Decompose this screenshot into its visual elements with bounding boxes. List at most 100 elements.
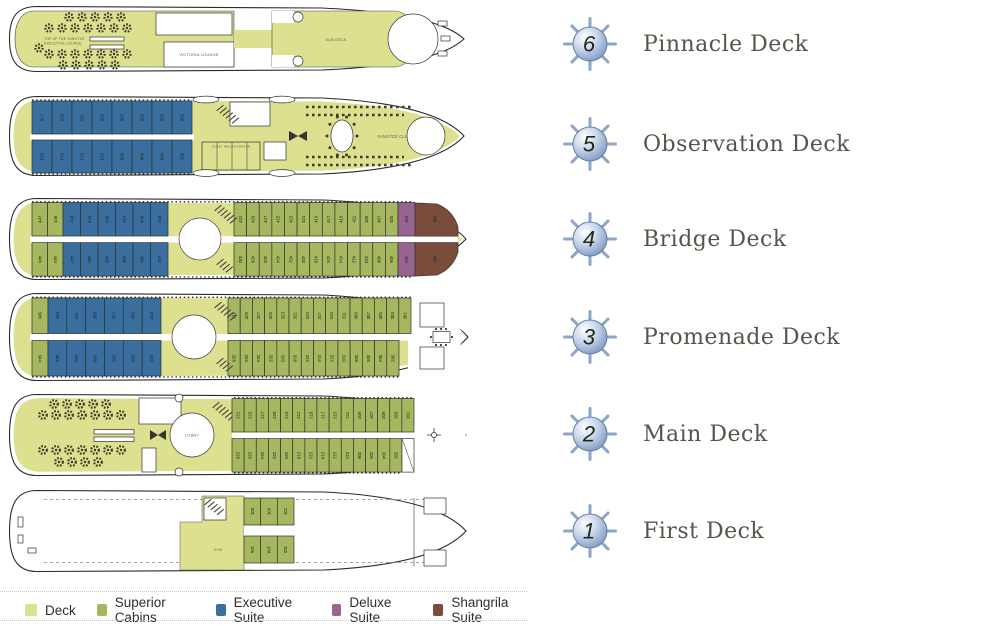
deck-2-row[interactable]: 2 Main Deck <box>563 407 768 461</box>
deck-4-row[interactable]: 4 Bridge Deck <box>563 212 787 266</box>
cabin-number: 506 <box>140 153 145 161</box>
cabin-number: 324 <box>256 355 261 363</box>
cabin-number: 423 <box>288 215 293 223</box>
cabin-number: 214 <box>321 452 326 460</box>
cabin-number: 215 <box>333 411 338 419</box>
bow-circle <box>406 116 446 156</box>
round-table <box>49 399 59 409</box>
legend-label: Deluxe Suite <box>349 595 392 625</box>
cabin-number: 302 <box>390 355 395 363</box>
round-table <box>116 410 126 420</box>
round-table <box>38 410 48 420</box>
cabin <box>150 242 169 277</box>
legend-label: Shangrila Suite <box>451 595 509 625</box>
cabin-number: 314 <box>317 355 322 363</box>
cabin-number: 509 <box>100 113 105 121</box>
cabin-number: 409 <box>364 215 369 223</box>
round-table <box>97 60 107 70</box>
round-table <box>103 445 113 455</box>
shangrila-suite <box>414 242 459 277</box>
cabin-number: 402 <box>433 255 438 263</box>
deck-badge-number: 1 <box>583 519 595 544</box>
deck-6-row[interactable]: 6 Pinnacle Deck <box>563 17 808 71</box>
health-center-room <box>201 141 261 171</box>
cabin-number: 304 <box>378 355 383 363</box>
cabin-number: 322 <box>268 355 273 363</box>
cabin-number: 306 <box>366 355 371 363</box>
cabin-number: 312 <box>329 355 334 363</box>
stairs-icon <box>216 258 234 273</box>
cabin-number: 432 <box>157 256 162 264</box>
deck-notch <box>272 11 294 23</box>
cabin-number: 429 <box>250 215 255 223</box>
cabin-number: 421 <box>301 215 306 223</box>
cabin-number: 341 <box>74 312 79 320</box>
executive-color-swatch <box>215 604 226 616</box>
bow-bench <box>437 20 448 27</box>
cabin-number: 228 <box>236 452 241 460</box>
round-table <box>103 12 113 22</box>
cabin-number: 106 <box>250 546 255 554</box>
cabin-number: 311 <box>341 312 346 319</box>
round-table <box>88 399 98 409</box>
cabin-number: 323 <box>280 312 285 320</box>
legend-item-deluxe: Deluxe Suite <box>331 595 413 625</box>
cabin-number: 229 <box>248 411 253 419</box>
cabin-number: 218 <box>296 452 301 460</box>
cabin-number: 507 <box>120 113 125 121</box>
yangtze-club-label: YANGTZE CLUB <box>377 134 411 139</box>
lifeboat <box>268 95 296 104</box>
round-table <box>77 410 87 420</box>
round-table <box>71 60 81 70</box>
cabin-number: 204 <box>381 452 386 460</box>
round-table <box>122 49 132 59</box>
legend-label: Deck <box>45 602 76 618</box>
buffet-bar <box>93 429 135 435</box>
cabin-number: 310 <box>342 355 347 363</box>
cabin-number: 209 <box>357 411 362 419</box>
bow-circle <box>387 13 439 65</box>
round-table <box>96 49 106 59</box>
cabin-number: 516 <box>40 153 45 161</box>
atrium-circle <box>171 314 217 360</box>
cabin-number: 426 <box>263 256 268 264</box>
cabin <box>276 497 295 526</box>
cabin-number: 436 <box>122 256 127 264</box>
cabin-number: 317 <box>317 312 322 320</box>
cabin-number: 316 <box>305 355 310 363</box>
round-table <box>110 60 120 70</box>
cabin-number: 403 <box>404 215 409 223</box>
legend-label: Superior Cabins <box>114 595 166 625</box>
round-table <box>64 410 74 420</box>
cabin-number: 443 <box>69 215 74 223</box>
cabin-number: 331 <box>232 312 237 320</box>
cabin-number: 309 <box>354 312 359 320</box>
deck-1-row[interactable]: 1 First Deck <box>563 504 764 558</box>
superior-color-swatch <box>96 604 107 616</box>
cabin-number: 408 <box>377 256 382 264</box>
lifeboat <box>268 169 296 177</box>
cabin-number: 334 <box>130 355 135 363</box>
cabin-number: 205 <box>381 411 386 419</box>
lounge-label: EXECUTIVE LOUNGE <box>44 42 82 46</box>
round-table <box>101 399 111 409</box>
buffet-bar <box>89 44 125 50</box>
cabin-number: 427 <box>263 215 268 223</box>
legend-item-superior: Superior Cabins <box>96 595 195 625</box>
deck-3-row[interactable]: 3 Promenade Deck <box>563 310 840 364</box>
round-table <box>57 49 67 59</box>
corridor <box>244 526 296 536</box>
lobby-label: LOBBY <box>185 433 199 438</box>
corridor <box>232 432 414 439</box>
cabin-number: 508 <box>120 153 125 161</box>
cabin-number: 511 <box>80 113 85 120</box>
round-table <box>96 23 106 33</box>
cabin-number: 326 <box>244 355 249 363</box>
cabin-number: 445 <box>53 215 58 223</box>
deck-5-row[interactable]: 5 Observation Deck <box>563 117 850 171</box>
